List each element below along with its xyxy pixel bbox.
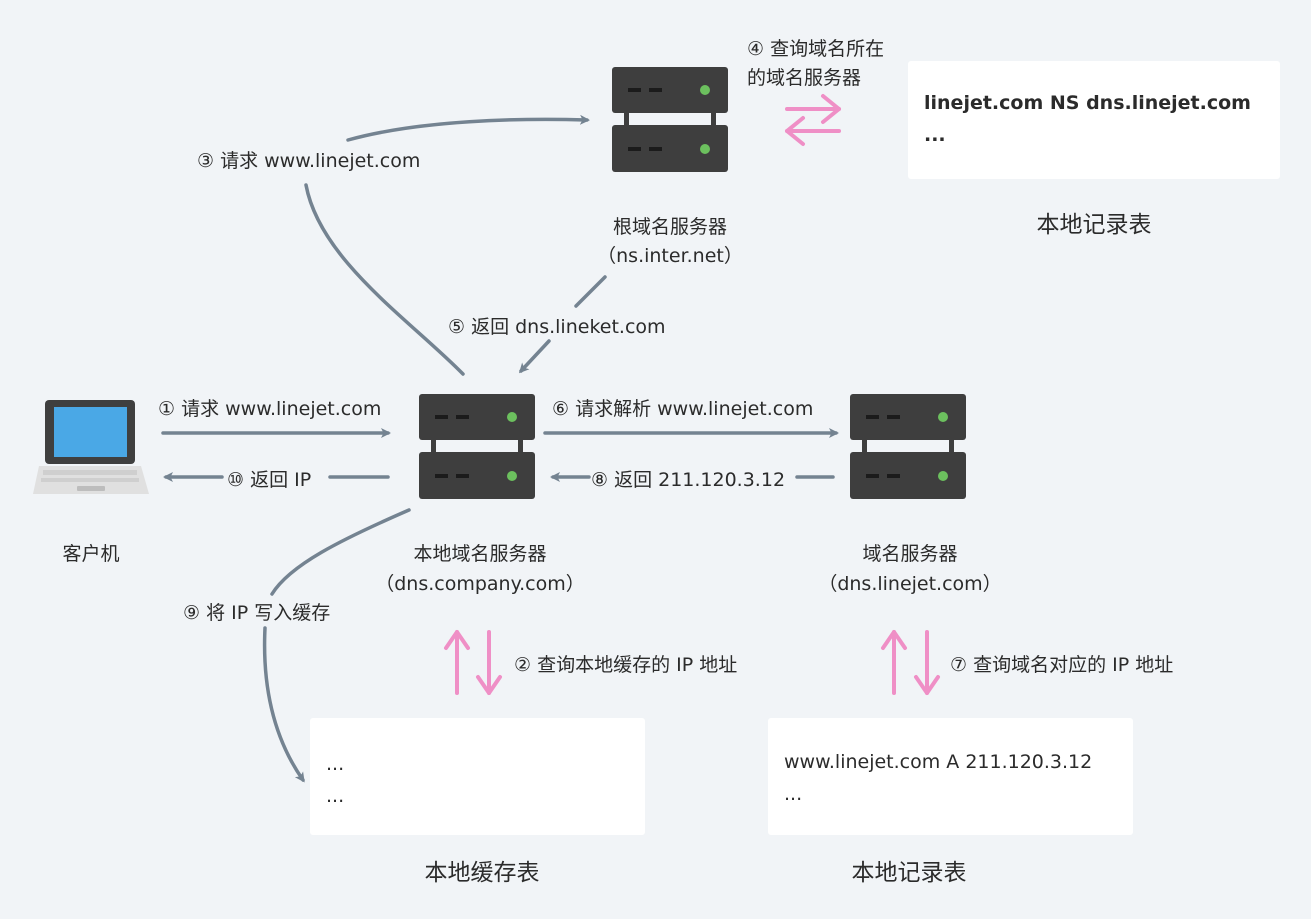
step6-label: ⑥ 请求解析 www.linejet.com <box>552 398 814 420</box>
local-cache-table-title: 本地缓存表 <box>424 860 540 886</box>
step9-label: ⑨ 将 IP 写入缓存 <box>183 602 331 624</box>
local-dns-caption: 本地域名服务器 <box>413 543 547 565</box>
client-caption: 客户机 <box>62 543 120 565</box>
step8-label: ⑧ 返回 211.120.3.12 <box>591 469 786 491</box>
record-line: www.linejet.com A 211.120.3.12 <box>784 751 1093 773</box>
lookup-arrow-step4 <box>785 94 841 146</box>
step7-label: ⑦ 查询域名对应的 IP 地址 <box>950 654 1174 676</box>
auth-dns-server-icon <box>850 394 966 499</box>
cache-line: ... <box>326 785 345 807</box>
step1-label: ① 请求 www.linejet.com <box>158 398 382 420</box>
laptop-icon <box>33 400 149 494</box>
auth-dns-host: （dns.linejet.com） <box>818 573 1002 595</box>
arrow-step5-lower <box>518 339 551 374</box>
step10-label: ⑩ 返回 IP <box>227 469 312 491</box>
step5-label: ⑤ 返回 dns.lineket.com <box>448 316 666 338</box>
root-dns-host: （ns.inter.net） <box>597 245 743 267</box>
arrow-step3-lower <box>304 183 465 376</box>
step3-label: ③ 请求 www.linejet.com <box>197 150 421 172</box>
auth-dns-caption: 域名服务器 <box>862 543 958 565</box>
record-line: ... <box>784 783 803 805</box>
root-dns-caption: 根域名服务器 <box>612 216 727 238</box>
root-record-table-title: 本地记录表 <box>1036 212 1152 238</box>
root-record-table: linejet.com NS dns.linejet.com ... <box>908 61 1280 179</box>
step4-label-line2: 的域名服务器 <box>747 67 862 89</box>
lookup-arrow-step2 <box>444 630 502 695</box>
local-cache-table: ... ... <box>310 718 645 835</box>
arrow-step5-upper <box>574 275 607 308</box>
lookup-arrow-step7 <box>881 630 940 695</box>
step2-label: ② 查询本地缓存的 IP 地址 <box>514 654 738 676</box>
record-line: linejet.com NS dns.linejet.com <box>924 92 1251 114</box>
step4-label-line1: ④ 查询域名所在 <box>747 38 885 60</box>
record-line: ... <box>924 124 946 146</box>
cache-line: ... <box>326 753 345 775</box>
arrow-step9-lower <box>262 626 305 783</box>
local-dns-server-icon <box>419 394 535 499</box>
auth-record-table: www.linejet.com A 211.120.3.12 ... <box>768 718 1133 835</box>
arrow-step9-upper <box>270 508 411 596</box>
local-dns-host: （dns.company.com） <box>375 573 585 595</box>
auth-record-table-title: 本地记录表 <box>851 860 967 886</box>
root-dns-server-icon <box>612 67 728 172</box>
arrow-step3-upper <box>346 114 590 142</box>
